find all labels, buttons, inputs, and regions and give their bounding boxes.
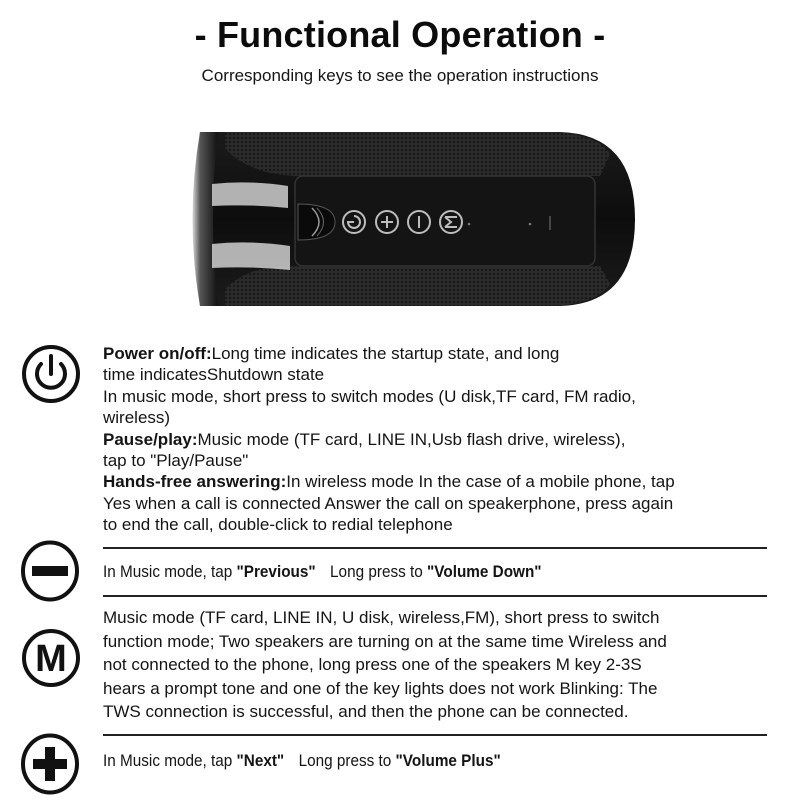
mode-line-2: function mode; Two speakers are turning … [103,631,667,651]
mode-line-1: Music mode (TF card, LINE IN, U disk, wi… [103,608,660,627]
m-icon: M [22,629,80,687]
divider [103,595,767,597]
mode-description: Music mode (TF card, LINE IN, U disk, wi… [103,606,667,724]
minus-description: In Music mode, tap "Previous"Long press … [103,562,542,581]
mode-line-3: not connected to the phone, long press o… [103,655,642,674]
svg-text:M: M [35,638,67,680]
power-line-1: Power on/off:Long time indicates the sta… [103,344,560,363]
power-line-3: In music mode, short press to switch mod… [103,386,636,406]
pause-play-line-1: Pause/play:Music mode (TF card, LINE IN,… [103,429,626,449]
page-title: - Functional Operation - [194,14,606,55]
power-line-4: wireless) [103,408,171,428]
plus-icon [21,733,79,795]
speaker-product-image [192,132,635,306]
power-icon [22,345,80,403]
hands-free-line-2: Yes when a call is connected Answer the … [103,493,674,513]
mode-line-5: TWS connection is successful, and then t… [103,702,629,721]
plus-description: In Music mode, tap "Next"Long press to "… [103,751,501,770]
power-line-2: time indicatesShutdown state [103,365,325,385]
divider [103,734,767,736]
minus-icon [21,540,79,602]
pause-play-line-2: tap to "Play/Pause" [103,451,249,471]
power-description: Power on/off:Long time indicates the sta… [103,343,675,536]
hands-free-line-1: Hands-free answering:In wireless mode In… [103,472,675,492]
mode-line-4: hears a prompt tone and one of the key l… [103,678,658,698]
divider [103,547,767,549]
page-subtitle: Corresponding keys to see the operation … [201,66,599,85]
hands-free-line-3: to end the call, double-click to redial … [103,515,453,535]
